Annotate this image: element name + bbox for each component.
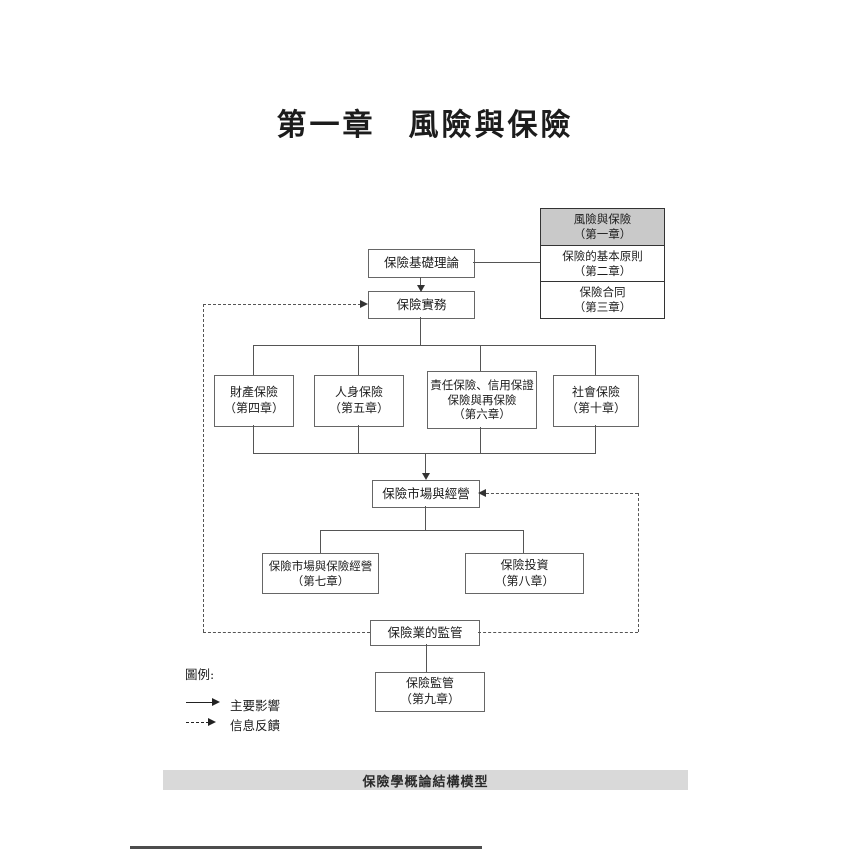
node-industry-regulation: 保險業的監管 bbox=[370, 620, 480, 646]
node-label: 保險基礎理論 bbox=[383, 255, 459, 271]
legend-title: 圖例: bbox=[185, 667, 215, 682]
connector-collector bbox=[253, 453, 596, 454]
node-label: 保險實務 bbox=[396, 296, 447, 312]
feedback-regulation-left bbox=[203, 632, 370, 633]
node-insurance-supervision: 保險監管 （第九章） bbox=[375, 672, 485, 712]
connector-drop-property bbox=[253, 345, 254, 375]
node-label: 保險市場與保險經營 bbox=[268, 558, 373, 573]
node-label: 保險業的監管 bbox=[387, 624, 463, 640]
node-insurance-basic-theory: 保險基礎理論 bbox=[368, 249, 475, 278]
node-liability-credit-reinsurance: 責任保險、信用保證 保險與再保險 （第六章） bbox=[427, 371, 537, 429]
node-label: 財產保險 bbox=[229, 385, 278, 400]
feedback-right-vertical bbox=[638, 493, 639, 632]
node-market-and-management: 保險市場與保險經營 （第七章） bbox=[262, 553, 379, 594]
connector-split bbox=[320, 530, 524, 531]
stack-item-chapter: （第二章） bbox=[573, 263, 632, 278]
connector-rise-social bbox=[595, 425, 596, 453]
node-label: 保險與再保險 bbox=[447, 392, 517, 407]
stack-item-chapter: （第一章） bbox=[573, 226, 632, 241]
chapter-stack: 風險與保險 （第一章） 保險的基本原則 （第二章） 保險合同 （第三章） bbox=[540, 208, 665, 319]
node-chapter: （第五章） bbox=[328, 401, 389, 415]
stack-item-chapter: （第三章） bbox=[573, 300, 632, 315]
node-label: 社會保險 bbox=[571, 385, 620, 400]
arrowhead-down-icon bbox=[422, 473, 430, 480]
legend-solid-label: 主要影響 bbox=[230, 698, 281, 713]
connector-theory-to-practice bbox=[420, 277, 421, 286]
node-insurance-practice: 保險實務 bbox=[368, 291, 475, 319]
node-chapter: （第六章） bbox=[453, 407, 511, 422]
connector-practice-down bbox=[420, 317, 421, 345]
feedback-right-to-market bbox=[486, 493, 638, 494]
connector-drop-social bbox=[595, 345, 596, 375]
stack-item-name: 保險合同 bbox=[579, 285, 626, 300]
stack-item-name: 保險的基本原則 bbox=[562, 248, 643, 263]
connector-market-down bbox=[425, 506, 426, 530]
feedback-left-vertical bbox=[203, 304, 204, 632]
connector-branch-top bbox=[253, 345, 596, 346]
node-property-insurance: 財產保險 （第四章） bbox=[214, 375, 294, 427]
node-chapter: （第八章） bbox=[494, 573, 555, 588]
connector-theory-to-stack bbox=[473, 262, 540, 263]
page-title: 第一章 風險與保險 bbox=[276, 108, 574, 143]
node-insurance-market-operation: 保險市場與經營 bbox=[372, 480, 480, 508]
node-label: 責任保險、信用保證 bbox=[430, 377, 534, 392]
node-chapter: （第九章） bbox=[399, 692, 460, 706]
connector-rise-liability bbox=[480, 427, 481, 453]
connector-rise-property bbox=[253, 425, 254, 453]
connector-regulation-to-supervision bbox=[426, 644, 427, 672]
node-social-insurance: 社會保險 （第十章） bbox=[553, 375, 639, 427]
legend-dashed-arrow-icon bbox=[186, 722, 209, 723]
arrowhead-right-icon bbox=[208, 718, 216, 726]
figure-caption: 保險學概論結構模型 bbox=[163, 770, 688, 790]
node-life-insurance: 人身保險 （第五章） bbox=[314, 375, 404, 427]
stack-item-chapter2: 保險的基本原則 （第二章） bbox=[541, 244, 664, 282]
connector-split-right bbox=[523, 530, 524, 553]
legend-dashed-label: 信息反饋 bbox=[230, 718, 281, 733]
feedback-regulation-right bbox=[478, 632, 638, 633]
connector-rise-life bbox=[358, 425, 359, 453]
connector-drop-life bbox=[358, 345, 359, 375]
node-chapter: （第十章） bbox=[565, 401, 626, 415]
stack-item-chapter1: 風險與保險 （第一章） bbox=[541, 209, 664, 245]
node-label: 保險市場與經營 bbox=[382, 485, 470, 501]
feedback-left-to-practice bbox=[203, 304, 361, 305]
stack-item-name: 風險與保險 bbox=[573, 211, 632, 226]
arrowhead-left-icon bbox=[478, 489, 486, 497]
node-label: 保險監管 bbox=[405, 676, 454, 691]
arrowhead-down-icon bbox=[417, 285, 425, 292]
stack-item-chapter3: 保險合同 （第三章） bbox=[541, 281, 664, 318]
page-edge-shadow bbox=[130, 846, 482, 849]
legend-solid-arrow-icon bbox=[186, 702, 213, 703]
connector-collector-to-market bbox=[425, 453, 426, 474]
arrowhead-right-icon bbox=[212, 698, 220, 706]
node-chapter: （第七章） bbox=[291, 573, 350, 588]
node-label: 人身保險 bbox=[334, 385, 383, 400]
node-label: 保險投資 bbox=[500, 557, 549, 572]
node-chapter: （第四章） bbox=[223, 401, 284, 415]
arrowhead-right-icon bbox=[360, 300, 368, 308]
node-insurance-investment: 保險投資 （第八章） bbox=[465, 553, 584, 594]
connector-split-left bbox=[320, 530, 321, 553]
connector-drop-liability bbox=[480, 345, 481, 371]
